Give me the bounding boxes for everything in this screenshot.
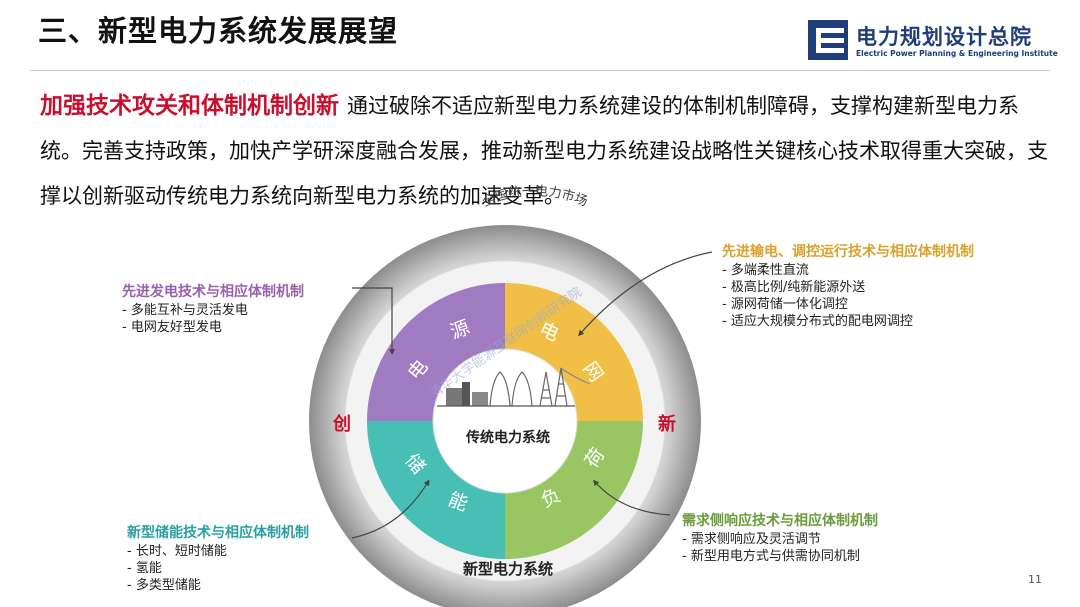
demand-item: 新型用电方式与供需协同机制 — [682, 548, 878, 565]
intro-highlight: 加强技术攻关和体制机制创新 — [40, 93, 339, 119]
logo-mark-icon — [808, 20, 848, 60]
storage-box: 新型储能技术与相应体制机制 长时、短时储能 氢能 多类型储能 — [127, 525, 309, 594]
generation-item: 多能互补与灵活发电 — [122, 302, 304, 319]
slide-title: 三、新型电力系统发展展望 — [38, 14, 399, 48]
logo: 电力规划设计总院 Electric Power Planning & Engin… — [808, 20, 1068, 62]
page-number: 11 — [1028, 573, 1042, 586]
transmission-item: 源网荷储一体化调控 — [722, 296, 974, 313]
header-divider — [30, 70, 1050, 71]
storage-heading: 新型储能技术与相应体制机制 — [127, 525, 309, 541]
demand-box: 需求侧响应技术与相应体制机制 需求侧响应及灵活调节 新型用电方式与供需协同机制 — [682, 513, 878, 565]
connector-transmission — [578, 251, 713, 337]
connector-demand — [592, 479, 671, 516]
transmission-item: 极高比例/纯新能源外送 — [722, 279, 974, 296]
transmission-box: 先进输电、调控运行技术与相应体制机制 多端柔性直流 极高比例/纯新能源外送 源网… — [722, 244, 974, 330]
storage-item: 长时、短时储能 — [127, 543, 309, 560]
outer-ring-label: 全国统一电力市场 — [480, 184, 590, 210]
demand-heading: 需求侧响应技术与相应体制机制 — [682, 513, 878, 529]
outer-char-left: 创 — [332, 413, 351, 435]
transmission-item: 适应大规模分布式的配电网调控 — [722, 313, 974, 330]
generation-item: 电网友好型发电 — [122, 319, 304, 336]
storage-item: 氢能 — [127, 560, 309, 577]
storage-item: 多类型储能 — [127, 577, 309, 594]
generation-box: 先进发电技术与相应体制机制 多能互补与灵活发电 电网友好型发电 — [122, 284, 304, 336]
outer-char-right: 新 — [658, 413, 676, 435]
logo-name-cn: 电力规划设计总院 — [856, 25, 1032, 49]
demand-item: 需求侧响应及灵活调节 — [682, 531, 878, 548]
intro-text: 通过破除不适应新型电力系统建设的体制机制障碍，支撑构建新型电力系统。完善支持政策… — [40, 94, 1048, 208]
logo-name-en: Electric Power Planning & Engineering In… — [856, 49, 1058, 58]
power-plant-icon — [437, 367, 591, 407]
connector-storage — [351, 479, 430, 539]
transmission-heading: 先进输电、调控运行技术与相应体制机制 — [722, 244, 974, 260]
generation-heading: 先进发电技术与相应体制机制 — [122, 284, 304, 300]
center-label: 传统电力系统 — [465, 429, 550, 446]
connector-generation — [352, 287, 395, 355]
intro-paragraph: 加强技术攻关和体制机制创新通过破除不适应新型电力系统建设的体制机制障碍，支撑构建… — [40, 84, 1055, 219]
transmission-item: 多端柔性直流 — [722, 262, 974, 279]
bottom-label: 新型电力系统 — [463, 560, 553, 578]
